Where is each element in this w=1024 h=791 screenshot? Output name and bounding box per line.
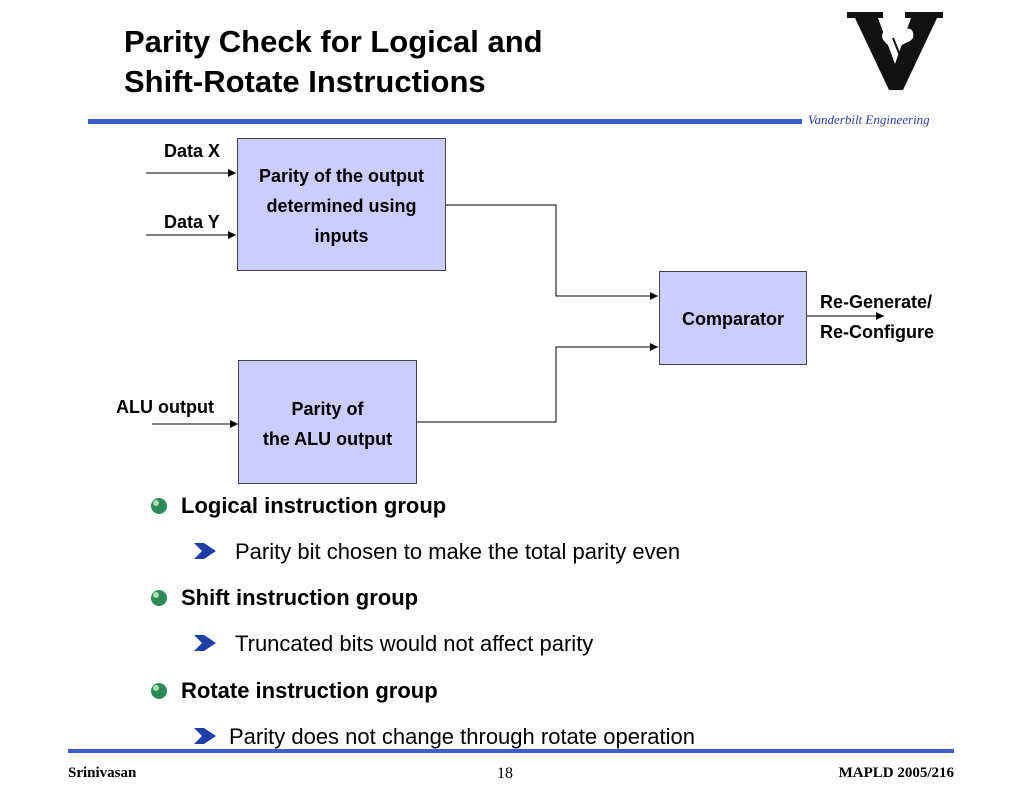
output-line-2: Re-Configure (820, 322, 934, 342)
wire-bottom-to-comparator (416, 343, 658, 423)
brand-text: Vanderbilt Engineering (808, 112, 930, 127)
footer-rule (68, 749, 954, 753)
vanderbilt-logo-icon (847, 12, 943, 90)
box-top-line-3: inputs (314, 226, 369, 246)
sub-bullet-text: Truncated bits would not affect parity (235, 631, 594, 656)
output-label: Re-Generate/ Re-Configure (820, 287, 934, 347)
green-ball-icon (151, 683, 167, 699)
footer-author: Srinivasan (68, 765, 137, 781)
box-parity-of-output: Parity of the output determined using in… (237, 138, 446, 271)
footer-event: MAPLD 2005/216 (838, 765, 954, 781)
wire-top-to-comparator (446, 204, 658, 300)
box-top-line-1: Parity of the output (259, 166, 424, 186)
box-top-line-2: determined using (266, 196, 417, 216)
bullet-main-text: Logical instruction group (181, 493, 447, 518)
header-rule (88, 119, 802, 124)
sub-bullet-text: Parity bit chosen to make the total pari… (235, 539, 681, 564)
input-data-x-label: Data X (164, 141, 221, 161)
title-line-2: Shift-Rotate Instructions (124, 64, 486, 99)
box-parity-of-alu-output: Parity of the ALU output (238, 360, 417, 484)
bullet-main-text: Rotate instruction group (181, 678, 438, 703)
slide-title: Parity Check for Logical and Shift-Rotat… (124, 22, 543, 102)
input-alu-output-label: ALU output (116, 397, 214, 417)
box-bottom-line-1: Parity of (291, 399, 364, 419)
box-bottom-line-2: the ALU output (262, 429, 393, 449)
output-line-1: Re-Generate/ (820, 292, 933, 312)
arrow-bullet-icon (194, 543, 216, 559)
comparator-label: Comparator (681, 309, 784, 329)
green-ball-icon (151, 498, 167, 514)
bullet-main-text: Shift instruction group (181, 585, 419, 610)
green-ball-icon (151, 590, 167, 606)
footer-page-number: 18 (497, 765, 513, 782)
arrow-bullet-icon (194, 635, 216, 651)
arrow-bullet-icon (194, 728, 216, 744)
input-data-y-label: Data Y (164, 212, 220, 232)
box-comparator: Comparator (659, 271, 807, 365)
title-line-1: Parity Check for Logical and (124, 24, 543, 59)
sub-bullet-text: Parity does not change through rotate op… (229, 724, 695, 749)
